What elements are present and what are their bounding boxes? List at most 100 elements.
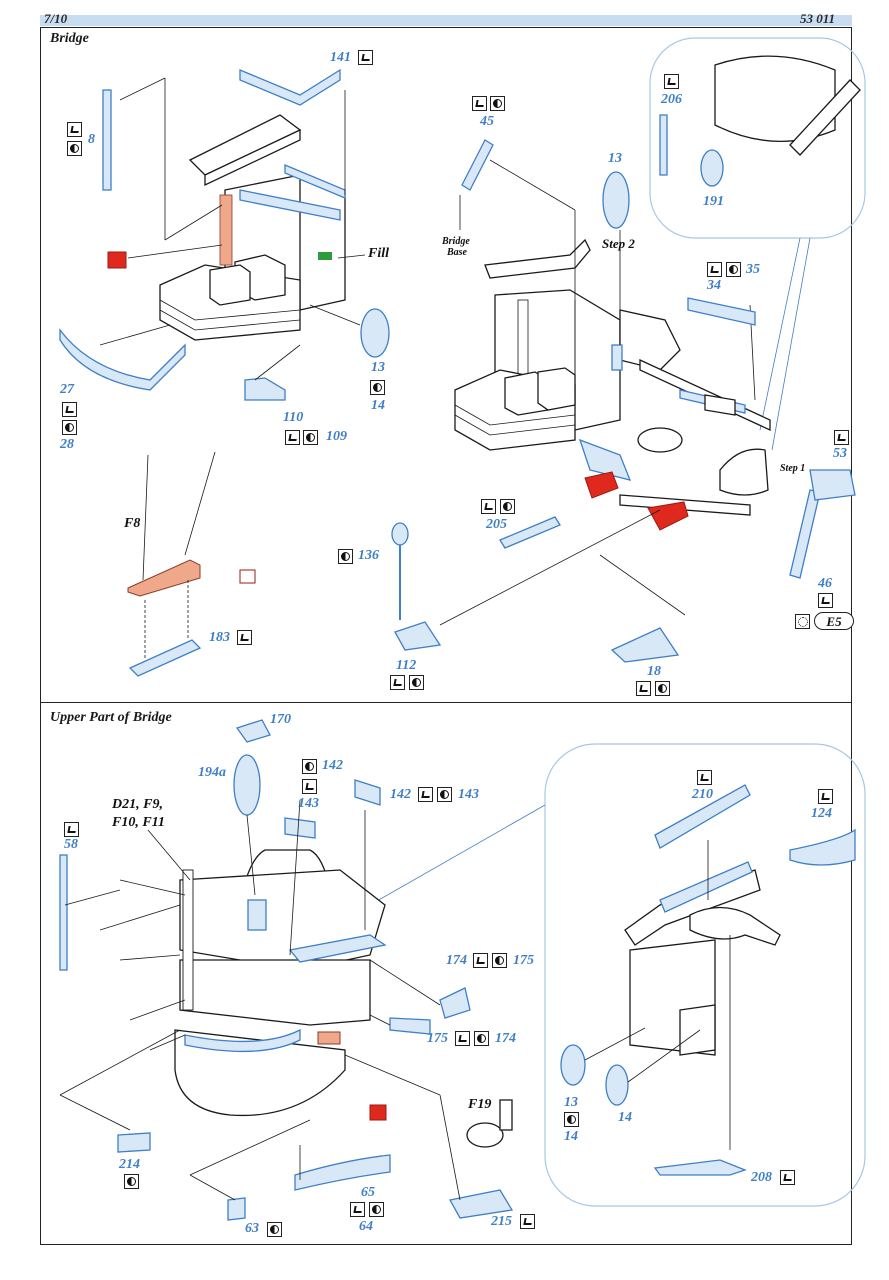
part-label-14-left: 14 (371, 398, 385, 413)
paint-icon (107, 251, 127, 269)
bridge-assembly-left (159, 114, 346, 341)
cut-icon (338, 549, 353, 564)
bend-icon (472, 96, 487, 111)
part-label-136: 136 (358, 548, 379, 563)
part-208 (653, 1159, 747, 1176)
part-45 (461, 139, 494, 191)
section-title-bridge: Bridge (50, 31, 89, 46)
f19-label: F19 (468, 1097, 492, 1112)
bend-icon (707, 262, 722, 277)
part-label-112: 112 (396, 658, 417, 673)
part-label-58: 58 (64, 837, 78, 852)
bend-icon (390, 675, 405, 690)
part-136 (391, 522, 409, 546)
part-label-215: 215 (491, 1214, 512, 1229)
step-2-label: Step 2 (602, 236, 635, 251)
part-142 (354, 779, 381, 806)
part-206 (659, 114, 668, 176)
part-label-214: 214 (119, 1157, 140, 1172)
part-210 (654, 784, 751, 849)
cut-icon (437, 787, 452, 802)
part-label-175-a: 175 (513, 953, 534, 968)
part-18 (610, 627, 680, 663)
part-label-14-upper-b: 14 (618, 1110, 632, 1125)
cut-icon (726, 262, 741, 277)
section-divider (40, 702, 852, 703)
part-53 (789, 489, 821, 579)
bend-icon (697, 770, 712, 785)
part-14-upper (605, 1064, 629, 1106)
part-label-205: 205 (486, 517, 507, 532)
part-110 (244, 377, 286, 401)
part-170 (235, 719, 271, 743)
part-label-191: 191 (703, 194, 724, 209)
bend-icon (67, 122, 82, 137)
part-58 (59, 854, 68, 971)
part-124 (789, 828, 856, 866)
part-label-13-right: 13 (608, 151, 622, 166)
part-label-64: 64 (359, 1219, 373, 1234)
bend-icon (64, 822, 79, 837)
part-label-174-a: 174 (446, 953, 467, 968)
part-label-8: 8 (88, 132, 95, 147)
part-label-65: 65 (361, 1185, 375, 1200)
bend-icon (664, 74, 679, 89)
cut-icon (564, 1112, 579, 1127)
part-label-13-upper: 13 (564, 1095, 578, 1110)
reference-list-line2: F10, F11 (112, 815, 165, 830)
part-141 (239, 68, 341, 106)
page-number: 7/10 (44, 11, 68, 26)
paint-icon-upper (369, 1104, 387, 1121)
part-13-right (602, 171, 630, 229)
part-183 (128, 639, 202, 677)
cut-icon (490, 96, 505, 111)
part-label-175-b: 175 (427, 1031, 448, 1046)
bend-icon (481, 499, 496, 514)
f8-label: F8 (124, 516, 141, 531)
part-label-206: 206 (661, 92, 682, 107)
bend-icon (237, 630, 252, 645)
bend-icon (520, 1214, 535, 1229)
bend-icon (818, 789, 833, 804)
fill-label: Fill (368, 246, 390, 261)
bridge-assembly-right (454, 159, 771, 531)
part-143 (284, 817, 316, 839)
step-1-label: Step 1 (780, 463, 806, 474)
part-112 (394, 621, 442, 651)
header-band (40, 15, 852, 26)
cut-icon (267, 1222, 282, 1237)
part-8 (102, 89, 112, 191)
part-label-63: 63 (245, 1221, 259, 1236)
kit-number: 53 011 (800, 11, 836, 26)
inset-panel-upper (544, 743, 866, 1207)
cut-icon (369, 1202, 384, 1217)
part-27 (59, 328, 186, 391)
part-label-174-b: 174 (495, 1031, 516, 1046)
inset-panel-turret (649, 37, 866, 239)
part-label-34: 34 (707, 278, 721, 293)
cut-icon (62, 420, 77, 435)
bend-icon (358, 50, 373, 65)
bend-icon (350, 1202, 365, 1217)
page-frame (40, 27, 852, 1245)
bridge-base-line2: Base (447, 247, 467, 258)
part-label-141: 141 (330, 50, 351, 65)
part-34 (687, 297, 756, 326)
cut-icon (67, 141, 82, 156)
part-label-183: 183 (209, 630, 230, 645)
part-label-143-a: 143 (298, 796, 319, 811)
section-title-upper-bridge: Upper Part of Bridge (50, 710, 172, 725)
cut-icon (655, 681, 670, 696)
part-63 (227, 1197, 246, 1221)
cut-icon (303, 430, 318, 445)
bend-icon (780, 1170, 795, 1185)
bend-icon (455, 1031, 470, 1046)
cut-icon (409, 675, 424, 690)
part-205 (499, 516, 561, 549)
part-175 (389, 1017, 431, 1035)
part-label-109: 109 (326, 429, 347, 444)
part-label-142-a: 142 (322, 758, 343, 773)
part-label-53: 53 (833, 446, 847, 461)
part-label-13-left: 13 (371, 360, 385, 375)
part-label-194a: 194a (198, 765, 226, 780)
